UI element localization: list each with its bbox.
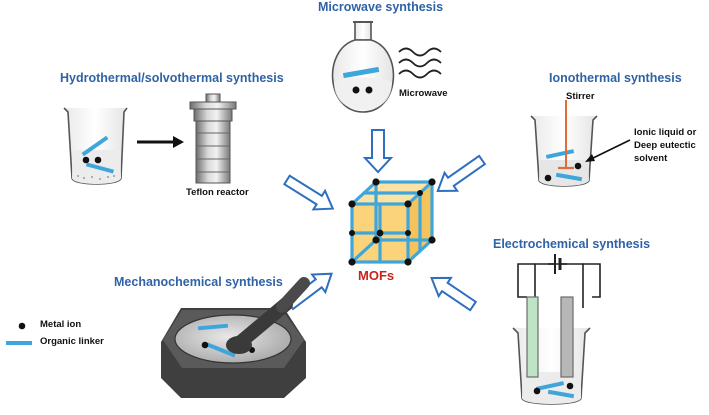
organic-linker-bar-icon (6, 341, 32, 345)
arrow-from-mechanochemical-icon (285, 272, 333, 311)
battery-icon (548, 254, 567, 274)
metal-ion-dot-icon (18, 322, 26, 330)
ionothermal-beaker-icon (530, 115, 598, 187)
teflon-reactor-icon (189, 93, 237, 184)
label-ionic-liquid-line1: Ionic liquid or (634, 127, 697, 138)
arrow-from-electrochemical-icon (430, 276, 478, 312)
title-hydrothermal-synthesis: Hydrothermal/solvothermal synthesis (60, 71, 284, 85)
label-ionic-liquid-line2: Deep eutectic (634, 140, 696, 151)
arrow-from-microwave-icon (362, 129, 394, 174)
electrochemical-cell-icon (512, 254, 601, 405)
pointer-arrow-icon (585, 139, 631, 162)
legend-organic-linker-label: Organic linker (40, 336, 104, 347)
title-ionothermal-synthesis: Ionothermal synthesis (549, 71, 682, 85)
title-mechanochemical-synthesis: Mechanochemical synthesis (114, 275, 283, 289)
microwave-waves-icon (398, 47, 442, 79)
mortar-and-pestle-icon (161, 277, 310, 398)
mofs-label: MOFs (358, 268, 395, 283)
hydrothermal-beaker-icon (63, 107, 128, 185)
title-electrochemical-synthesis: Electrochemical synthesis (493, 237, 651, 251)
title-microwave-synthesis: Microwave synthesis (318, 0, 444, 14)
mof-cube-icon (348, 178, 436, 266)
legend (6, 322, 32, 345)
label-stirrer: Stirrer (566, 91, 595, 102)
stirrer-icon (558, 100, 574, 170)
label-ionic-liquid-line3: solvent (634, 153, 668, 164)
arrow-from-hydrothermal-icon (282, 174, 335, 211)
label-microwave: Microwave (399, 88, 448, 99)
microwave-flask-icon (331, 21, 395, 113)
legend-metal-ion-label: Metal ion (40, 319, 82, 330)
arrow-from-ionothermal-icon (436, 154, 487, 192)
label-teflon-reactor: Teflon reactor (186, 187, 249, 198)
process-arrow-icon (137, 136, 184, 148)
